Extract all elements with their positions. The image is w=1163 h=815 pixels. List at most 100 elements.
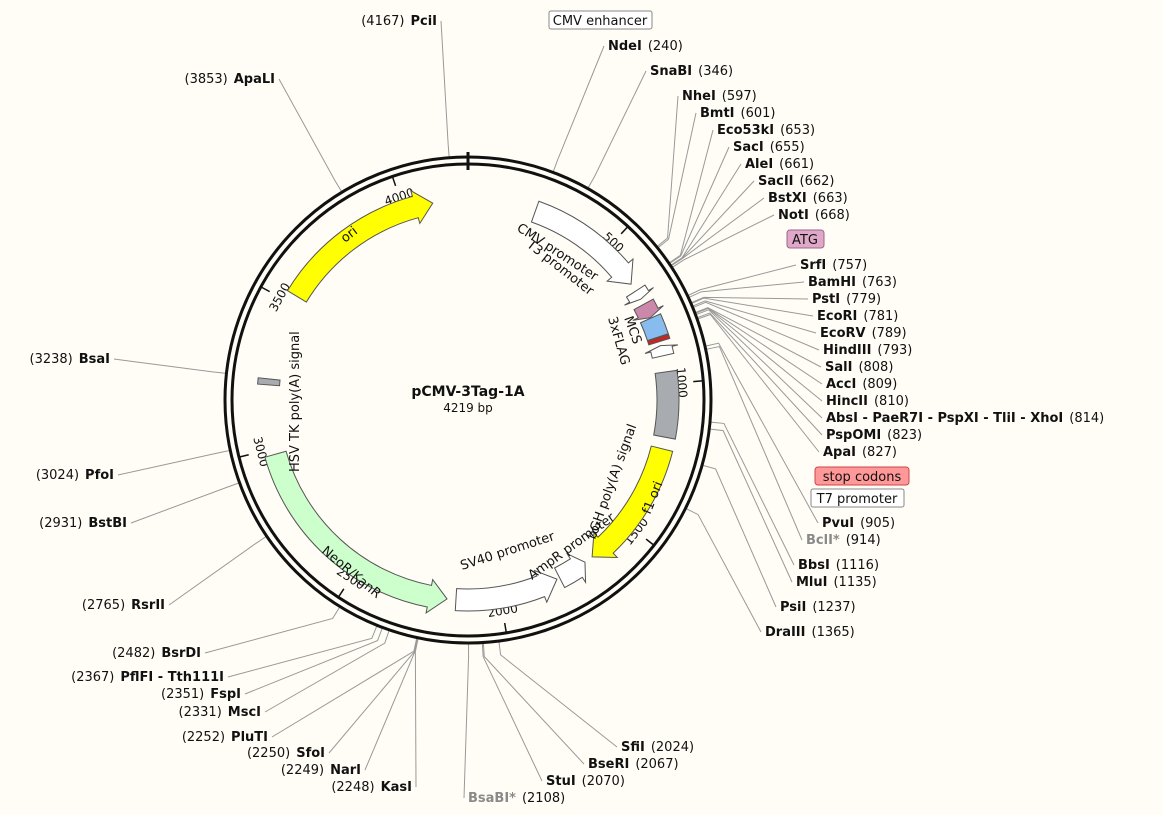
map-center: pCMV-3Tag-1A 4219 bp — [411, 384, 524, 415]
site-pspomi: PspOMI (823) — [826, 428, 922, 443]
feature-f1-ori — [591, 445, 674, 559]
site-bmti: BmtI (601) — [700, 106, 775, 121]
site-apai: ApaI(827) — [823, 445, 897, 460]
site-hincii: HincII (810) — [826, 394, 909, 409]
site-rsrii: (2765)RsrII — [82, 598, 165, 613]
site-bstbi: (2931)BstBI — [39, 516, 127, 531]
tick-mark — [238, 454, 249, 458]
site-name: Eco53kI — [717, 123, 774, 138]
site-name: PfoI — [85, 468, 114, 483]
site-position: (810) — [874, 394, 909, 409]
site-position: (601) — [741, 106, 776, 121]
stop-codons-box: stop codons — [814, 466, 910, 486]
t7-promoter-box: T7 promoter — [810, 488, 905, 508]
site-leader — [463, 642, 470, 799]
restriction-site-labels: NdeI(240)SnaBI(346)NheI(597)BmtI(601)Eco… — [30, 14, 1105, 806]
site-noti: NotI(668) — [778, 208, 850, 223]
site-leader — [168, 535, 267, 606]
site-leader — [440, 20, 450, 158]
site-leader — [130, 482, 240, 524]
site-position: (808) — [858, 360, 893, 375]
site-psii: PsiI(1237) — [780, 600, 856, 615]
site-ndei: NdeI(240) — [608, 39, 683, 54]
site-psti: PstI(779) — [812, 292, 881, 307]
site-name: AccI — [826, 377, 856, 392]
site-sali: SalI(808) — [825, 360, 893, 375]
site-mlui: MluI(1135) — [796, 575, 877, 590]
site-position: (663) — [813, 191, 848, 206]
site-position: (914) — [846, 533, 881, 548]
site-name: RsrII — [131, 598, 165, 613]
site-sfoi: (2250)SfoI — [247, 746, 325, 761]
site-pflfi-tth111i: (2367)PflFI - Tth111I — [71, 670, 224, 685]
site-name: DraIII — [765, 625, 806, 640]
site-leader — [696, 312, 823, 436]
site-position: (597) — [722, 89, 757, 104]
site-leader — [414, 637, 419, 788]
site-name: SfiI — [621, 740, 645, 755]
site-leader — [481, 642, 543, 782]
stop-codons-box-label: stop codons — [823, 470, 902, 485]
site-leader — [657, 112, 697, 249]
site-position: (240) — [648, 39, 683, 54]
cmv-enhancer-box-bg — [548, 10, 653, 30]
feature-bgh-polya — [653, 369, 680, 440]
site-bsai: (3238)BsaI — [30, 352, 111, 367]
site-leader — [705, 345, 803, 541]
site-name: NotI — [778, 208, 809, 223]
site-leader — [688, 281, 805, 299]
site-alei: AleI(661) — [745, 157, 814, 172]
site-name: BmtI — [700, 106, 735, 121]
site-ecori: EcoRI(781) — [817, 309, 898, 324]
atg-box-bg — [786, 229, 825, 249]
site-absi-paer7i-pspxi-tlii-xhoi: AbsI - PaeR7I - PspXI - TliI - XhoI(814) — [826, 411, 1104, 426]
site-position: (2108) — [522, 791, 565, 806]
site-acci: AccI(809) — [826, 377, 897, 392]
site-ecorv: EcoRV(789) — [820, 326, 907, 341]
features — [257, 189, 680, 615]
site-name: SrfI — [800, 258, 826, 273]
site-position: (823) — [887, 428, 922, 443]
site-position: (2249) — [281, 763, 324, 778]
site-position: (905) — [860, 516, 895, 531]
feature-hsv-tk-polya — [257, 377, 281, 387]
site-leader — [587, 70, 647, 189]
site-leader — [552, 45, 605, 173]
atg-box: ATG — [786, 229, 825, 249]
site-name: PspOMI — [826, 428, 881, 443]
site-leader — [482, 642, 585, 765]
site-leader — [701, 464, 777, 608]
site-name: AleI — [745, 157, 773, 172]
site-position: (827) — [862, 445, 897, 460]
feature-ampr-promoter — [553, 552, 587, 589]
site-position: (662) — [800, 174, 835, 189]
site-name: PciI — [410, 14, 437, 29]
site-position: (793) — [877, 343, 912, 358]
plasmid-name: pCMV-3Tag-1A — [411, 384, 524, 400]
site-fspi: (2351)FspI — [161, 687, 241, 702]
site-position: (2351) — [161, 687, 204, 702]
site-leader-lines — [113, 20, 823, 799]
tick-mark — [260, 286, 271, 293]
site-leader — [264, 629, 390, 713]
cmv-enhancer-box: CMV enhancer — [548, 10, 653, 30]
site-position: (346) — [698, 64, 733, 79]
site-name: EcoRI — [817, 309, 857, 324]
feature-neor-kanr — [264, 450, 448, 615]
site-name: HincII — [826, 394, 868, 409]
site-name: ApaLI — [234, 72, 275, 87]
tick-mark — [645, 538, 655, 546]
site-position: (2024) — [651, 740, 694, 755]
site-position: (814) — [1069, 411, 1104, 426]
site-name: SnaBI — [650, 64, 692, 79]
site-bbsi: BbsI(1116) — [798, 558, 879, 573]
site-leader — [671, 214, 775, 269]
site-leader — [278, 78, 343, 193]
site-position: (3853) — [185, 72, 228, 87]
site-stui: StuI(2070) — [546, 774, 625, 789]
tick-mark — [620, 225, 629, 235]
site-position: (779) — [846, 292, 881, 307]
site-name: SfoI — [296, 746, 325, 761]
site-position: (2367) — [71, 670, 114, 685]
